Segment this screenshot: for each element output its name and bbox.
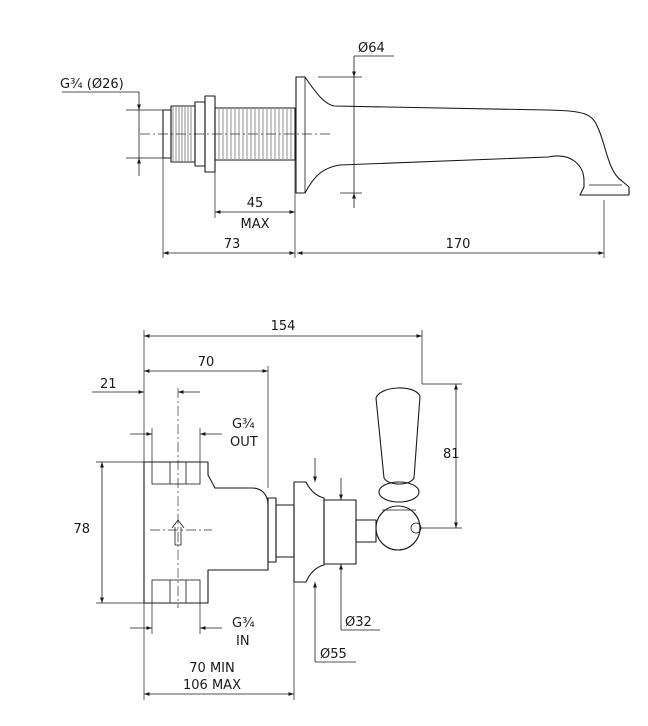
in-label: IN	[236, 634, 250, 649]
dia-32-label: Ø32	[345, 615, 372, 630]
out-thread-label: G¾	[232, 417, 255, 432]
dim-70-label: 70	[198, 355, 215, 370]
dim-170-label: 170	[446, 237, 471, 252]
spout-body	[295, 76, 630, 196]
dim-81-label: 81	[443, 447, 460, 462]
in-thread-label: G¾	[232, 616, 255, 631]
dim-154-label: 154	[271, 319, 296, 334]
out-label: OUT	[230, 435, 258, 450]
front-view: 154 70 21 G¾ OUT G¾ IN 78 81	[73, 319, 462, 700]
depth-max-label: 106 MAX	[183, 678, 241, 693]
dim-max-label: MAX	[240, 217, 269, 232]
top-view: G¾ (Ø26) Ø64 45 MAX 73 170	[60, 41, 630, 258]
dia-55-label: Ø55	[320, 647, 347, 662]
depth-min-label: 70 MIN	[189, 661, 234, 676]
lever-handle	[375, 387, 422, 551]
dim-78-label: 78	[73, 522, 90, 537]
thread-dim-label: G¾ (Ø26)	[60, 77, 124, 92]
flow-arrow-icon	[171, 519, 185, 546]
spout-diameter-label: Ø64	[358, 41, 385, 56]
dim-73-label: 73	[224, 237, 241, 252]
dim-21-label: 21	[100, 377, 117, 392]
wall-flange	[293, 481, 325, 583]
threaded-tail	[162, 95, 296, 173]
dim-45-label: 45	[247, 196, 264, 211]
valve-body	[143, 461, 269, 604]
